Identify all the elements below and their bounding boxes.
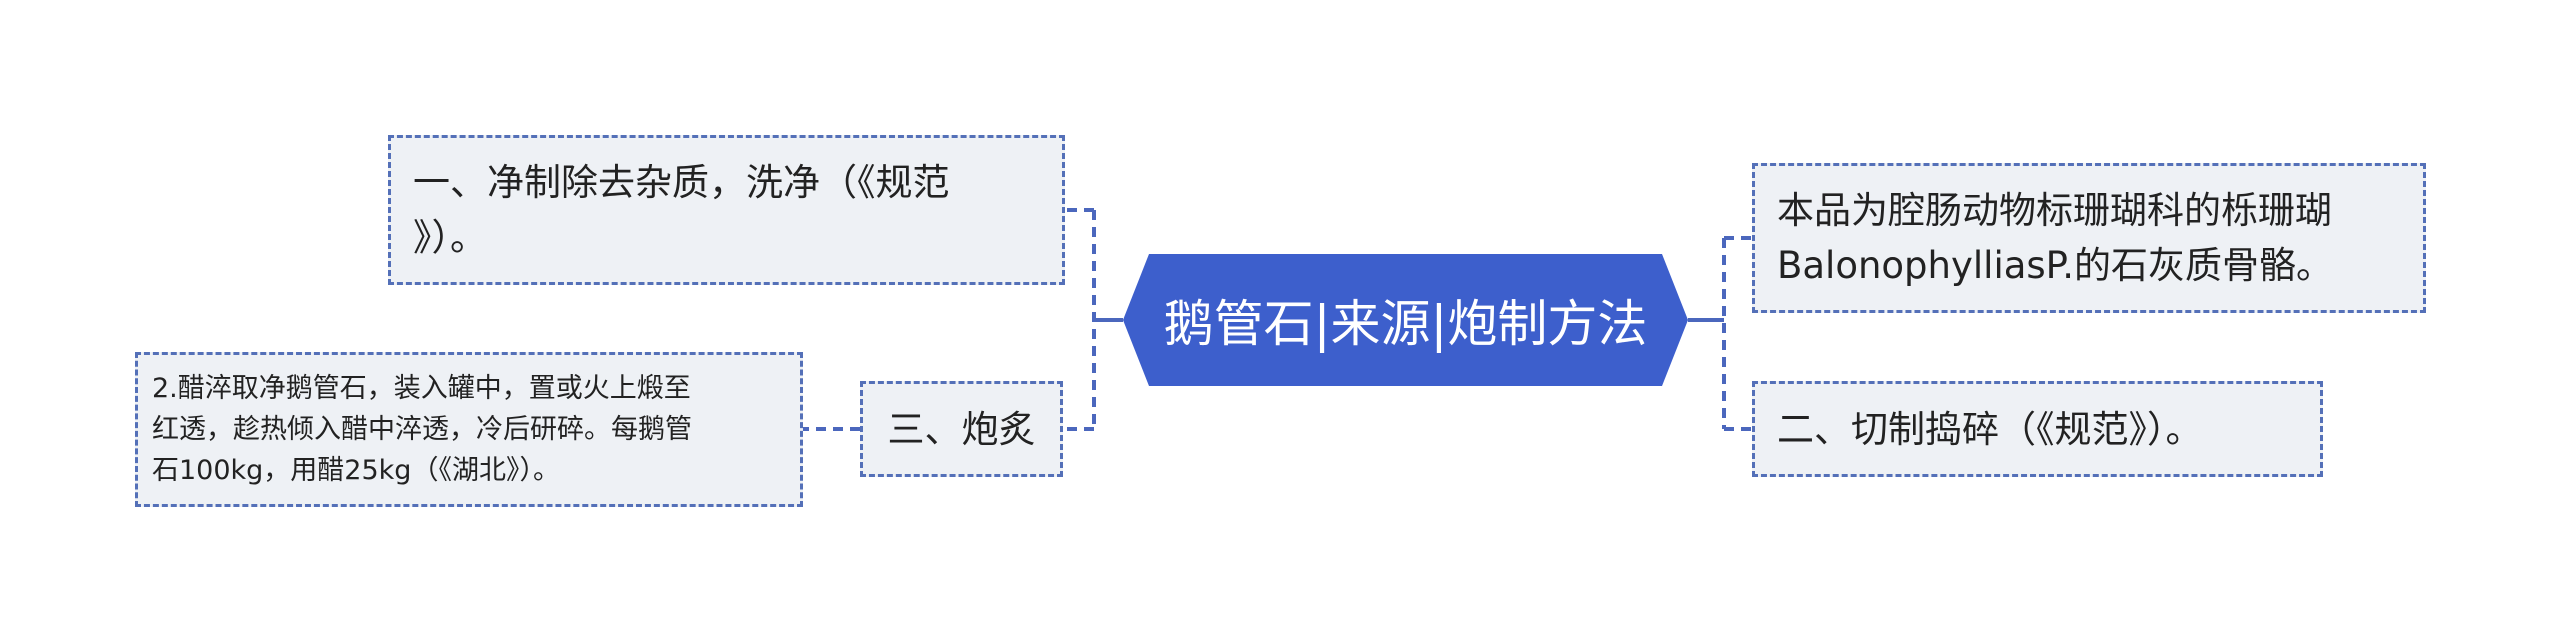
topic-processing[interactable]: 三、炮炙 bbox=[860, 381, 1063, 477]
topic-purification[interactable]: 一、净制除去杂质，洗净（《规范 》）。 bbox=[388, 135, 1065, 285]
topic-source[interactable]: 本品为腔肠动物标珊瑚科的栎珊瑚 BalonophylliasP.的石灰质骨骼。 bbox=[1752, 163, 2426, 313]
topic-cutting-text: 二、切制捣碎（《规范》）。 bbox=[1777, 407, 2203, 451]
central-topic-shape bbox=[1123, 254, 1688, 386]
central-topic[interactable]: 鹅管石|来源|炮制方法 bbox=[1123, 254, 1688, 386]
topic-cutting[interactable]: 二、切制捣碎（《规范》）。 bbox=[1752, 381, 2323, 477]
topic-processing-text: 三、炮炙 bbox=[887, 407, 1036, 451]
topic-purification-text: 一、净制除去杂质，洗净（《规范 》）。 bbox=[413, 161, 950, 259]
topic-source-text: 本品为腔肠动物标珊瑚科的栎珊瑚 BalonophylliasP.的石灰质骨骼。 bbox=[1777, 189, 2333, 287]
subtopic-vinegar-quench-text: 2.醋淬取净鹅管石，装入罐中，置或火上煅至 红透，趁热倾入醋中淬透，冷后研碎。每… bbox=[152, 373, 692, 486]
central-topic-title: 鹅管石|来源|炮制方法 bbox=[1163, 295, 1648, 353]
subtopic-vinegar-quench[interactable]: 2.醋淬取净鹅管石，装入罐中，置或火上煅至 红透，趁热倾入醋中淬透，冷后研碎。每… bbox=[135, 352, 803, 507]
